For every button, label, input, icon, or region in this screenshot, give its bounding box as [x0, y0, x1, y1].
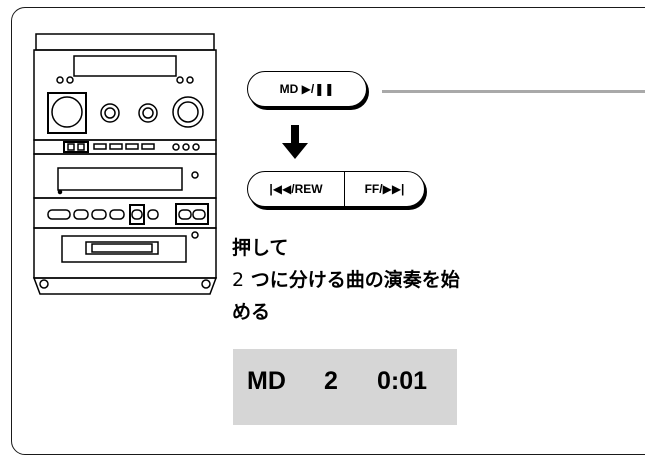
rew-button[interactable]: |◀◀/REW	[248, 172, 345, 206]
instruction-panel	[11, 7, 645, 455]
instruction-line-2: 2 つに分ける曲の演奏を始	[232, 264, 612, 296]
stereo-system-icon	[32, 33, 218, 295]
instruction-text: 押して 2 つに分ける曲の演奏を始 める	[232, 232, 612, 328]
step-number: 2	[232, 269, 245, 291]
instruction-line-3: める	[232, 301, 271, 323]
md-play-pause-button[interactable]: MD ▶/❚❚	[247, 71, 367, 107]
divider-line	[382, 90, 645, 93]
display-mode: MD	[247, 367, 286, 395]
instruction-line-2-text: つに分ける曲の演奏を始	[244, 269, 460, 291]
display-track: 2	[324, 367, 338, 395]
md-display: MD 2 0:01	[233, 349, 457, 425]
down-arrow-icon	[282, 125, 308, 159]
ff-button[interactable]: FF/▶▶|	[364, 182, 405, 196]
instruction-line-1: 押して	[232, 237, 289, 259]
display-time: 0:01	[377, 367, 428, 395]
rew-ff-button-pair: |◀◀/REW FF/▶▶|	[247, 171, 425, 207]
